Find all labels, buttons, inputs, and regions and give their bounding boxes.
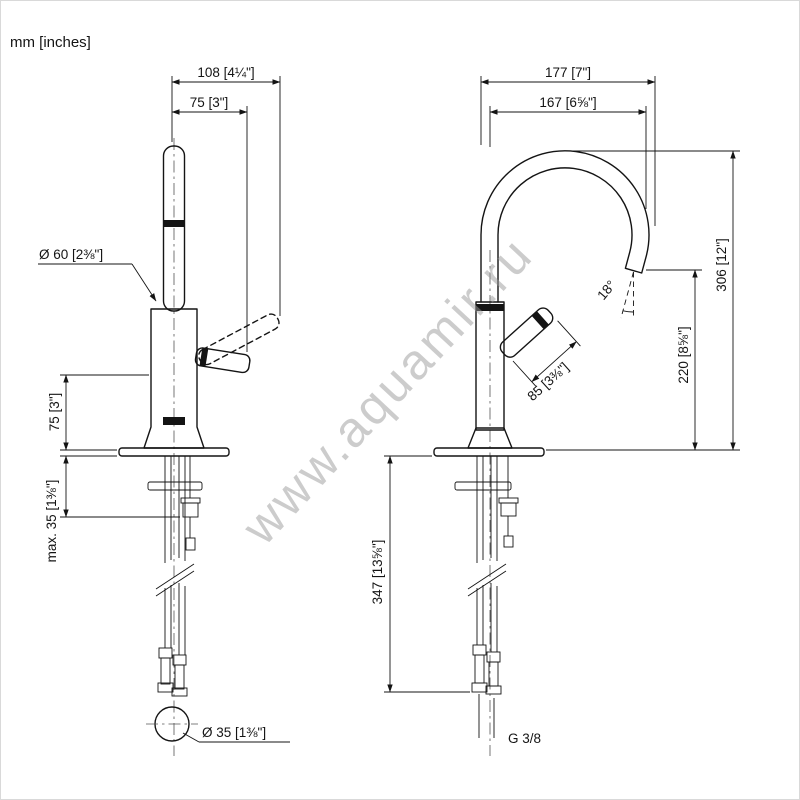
dim-body-diameter-label: Ø 60 [2⅜"] xyxy=(39,247,103,262)
dim-body-diameter-leader xyxy=(131,263,157,302)
dim-mounting-max-label: max. 35 [1⅜"] xyxy=(44,480,59,563)
side-dimensions: 108 [4¼"] 75 [3"] Ø 60 [2⅜"] 75 [3"] max xyxy=(38,65,281,563)
side-mounting-nut xyxy=(182,502,199,518)
front-lever xyxy=(499,307,554,358)
dim-hole-diameter-label: Ø 35 [1⅜"] xyxy=(202,725,266,740)
side-base-plate xyxy=(118,447,230,457)
dim-base-height-label: 75 [3"] xyxy=(47,393,62,432)
front-view: 177 [7"] 167 [6⅝"] 18° 306 [12"] 220 [8⅝ xyxy=(370,65,740,756)
dim-mounting-max-ext xyxy=(60,455,180,518)
side-hose1-thread xyxy=(160,657,171,685)
side-hose-break-marks xyxy=(155,563,195,597)
side-stud-washer xyxy=(180,497,201,504)
side-supply-hoses xyxy=(164,456,186,655)
side-handle-column xyxy=(162,145,186,312)
dim-reach: 167 [6⅝"] xyxy=(489,95,647,209)
dim-under-counter-label: 347 [13⅝"] xyxy=(370,540,385,605)
front-hose1-thread xyxy=(474,654,485,684)
dim-reach-label: 167 [6⅝"] xyxy=(539,95,596,110)
dim-reach-max-label: 177 [7"] xyxy=(545,65,591,80)
front-mounting-nut xyxy=(500,502,517,517)
front-body-band xyxy=(476,304,504,311)
front-aerator xyxy=(628,266,640,270)
dim-width-max-label: 108 [4¼"] xyxy=(197,65,254,80)
dim-reach-ext xyxy=(489,106,647,209)
side-view: Ø 35 [1⅜"] 108 [4¼"] 75 [3"] Ø 60 [2⅜"] xyxy=(38,65,290,756)
side-hose2-fitting xyxy=(172,654,187,666)
dim-width-lever: 75 [3"] xyxy=(171,95,248,352)
front-lever-outline xyxy=(499,307,554,358)
dim-under-counter-ext xyxy=(384,455,470,693)
front-stud-washer xyxy=(498,497,519,504)
dim-width-max-ext xyxy=(171,76,281,316)
front-hose-break-marks xyxy=(467,563,507,597)
dim-mounting-max: max. 35 [1⅜"] xyxy=(44,455,180,563)
dim-base-height-ext xyxy=(60,374,149,451)
dim-base-height: 75 [3"] xyxy=(47,374,149,451)
side-lever-alt-position xyxy=(198,313,280,366)
side-hose1-fitting xyxy=(158,647,173,659)
dim-thread-leaders xyxy=(478,694,495,738)
dim-spout-angle-label: 18° xyxy=(594,277,619,302)
hole-leader xyxy=(182,732,200,743)
dim-body-diameter: Ø 60 [2⅜"] xyxy=(38,247,157,302)
side-hose1-cap xyxy=(157,682,174,693)
side-faucet-body xyxy=(118,145,280,457)
dim-spout-angle-legs xyxy=(620,271,634,319)
dim-handle-line xyxy=(531,341,577,383)
side-outlet-band xyxy=(163,417,185,425)
side-hole-detail: Ø 35 [1⅜"] xyxy=(146,706,290,743)
front-spout-outline xyxy=(480,150,650,303)
dim-height-total: 306 [12"] xyxy=(546,150,740,451)
units-label: mm [inches] xyxy=(10,34,91,51)
dim-thread-label: G 3/8 xyxy=(508,731,541,746)
dim-height-total-label: 306 [12"] xyxy=(714,238,729,292)
front-stud-end xyxy=(503,535,514,548)
dim-spout-angle-arc xyxy=(622,310,634,313)
side-washer xyxy=(147,481,203,491)
front-hose1-fitting xyxy=(472,644,487,656)
dim-handle: 85 [3⅜"] xyxy=(512,320,581,404)
front-hose1-cap xyxy=(471,682,488,693)
side-hose2-thread xyxy=(174,664,185,690)
front-faucet-body xyxy=(433,150,650,457)
dim-under-counter: 347 [13⅝"] xyxy=(370,455,470,693)
side-handle-band xyxy=(163,220,185,227)
dim-width-max: 108 [4¼"] xyxy=(171,65,281,316)
side-lever-outline xyxy=(194,347,251,374)
side-hose2-cap xyxy=(171,687,188,697)
front-dimensions: 177 [7"] 167 [6⅝"] 18° 306 [12"] 220 [8⅝ xyxy=(370,65,740,746)
front-hose2-cap xyxy=(485,685,502,695)
side-lever xyxy=(194,347,251,374)
front-lever-band xyxy=(531,311,549,330)
front-supply-hoses xyxy=(476,456,498,652)
front-undercounter xyxy=(454,456,519,695)
dim-height-total-ext xyxy=(546,150,740,451)
dim-height-outlet: 220 [8⅝"] xyxy=(646,269,702,451)
dim-width-lever-label: 75 [3"] xyxy=(190,95,229,110)
dim-thread: G 3/8 xyxy=(478,694,541,746)
front-base-plate xyxy=(433,447,545,457)
side-stud-end xyxy=(185,537,196,551)
dim-height-outlet-label: 220 [8⅝"] xyxy=(676,326,691,383)
side-lever-alt-outline xyxy=(198,313,280,366)
front-body-column xyxy=(475,301,505,431)
front-hose2-fitting xyxy=(486,651,501,663)
dim-spout-angle: 18° xyxy=(594,271,634,319)
side-undercounter xyxy=(147,456,203,697)
